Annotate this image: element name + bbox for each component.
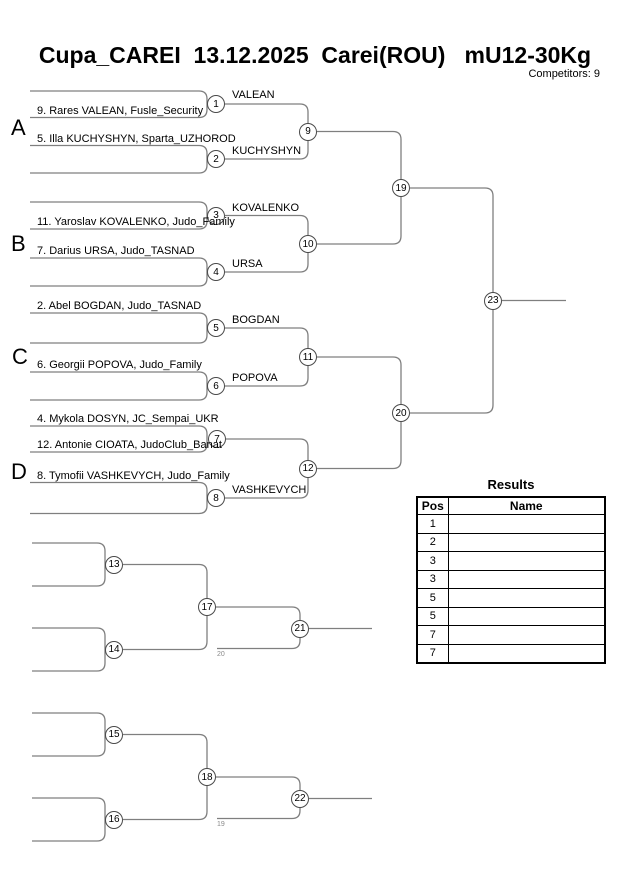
competitors-count: Competitors: 9 xyxy=(528,68,600,80)
match-circle-14: 14 xyxy=(105,640,123,659)
results-row: 7 xyxy=(416,643,606,664)
competitor-entry: 8. Tymofii VASHKEVYCH, Judo_Family xyxy=(37,469,230,482)
page-title: Cupa_CAREI 13.12.2025 Carei(ROU) mU12-30… xyxy=(38,42,592,68)
competitor-entry: 2. Abel BOGDAN, Judo_TASNAD xyxy=(37,300,202,312)
pos-cell: 5 xyxy=(416,606,449,626)
match-circle-2: 2 xyxy=(207,150,225,168)
match-circle-21: 21 xyxy=(291,619,309,638)
match-circle-13: 13 xyxy=(105,555,123,574)
results-row: 1 xyxy=(416,514,606,534)
match-circle-17: 17 xyxy=(198,598,216,616)
pos-cell: 2 xyxy=(416,532,449,552)
advancer-label: KUCHYSHYN xyxy=(232,145,302,157)
name-cell xyxy=(447,606,606,626)
pos-cell: 5 xyxy=(416,588,449,608)
competitor-entry: 5. Illa KUCHYSHYN, Sparta_UZHOROD xyxy=(37,132,236,145)
group-label-a: A xyxy=(11,115,26,140)
competitor-entry: 12. Antonie CIOATA, JudoClub_Banat xyxy=(37,439,222,451)
advancer-label: VASHKEVYCH xyxy=(232,484,307,496)
results-row: 3 xyxy=(416,551,606,571)
match-circle-19: 19 xyxy=(392,179,410,197)
competitor-entry: 9. Rares VALEAN, Fusle_Security xyxy=(37,104,204,117)
results-title: Results xyxy=(487,477,535,492)
group-label-d: D xyxy=(11,459,27,484)
match-circle-7: 7 xyxy=(208,430,226,448)
match-circle-23: 23 xyxy=(484,291,502,310)
advancer-label: BOGDAN xyxy=(232,314,280,326)
pos-cell: 7 xyxy=(416,625,449,645)
results-row: 7 xyxy=(416,625,606,645)
competitor-entry: 6. Georgii POPOVA, Judo_Family xyxy=(37,359,202,371)
results-row: 2 xyxy=(416,532,606,552)
match-circle-22: 22 xyxy=(291,789,309,808)
name-cell xyxy=(447,569,606,589)
results-row: 5 xyxy=(416,588,606,608)
results-row: 5 xyxy=(416,606,606,626)
match-circle-15: 15 xyxy=(105,725,123,744)
match-circle-5: 5 xyxy=(207,319,225,337)
results-row: 3 xyxy=(416,569,606,589)
advancer-label: URSA xyxy=(232,258,263,270)
name-cell xyxy=(447,551,606,571)
competitor-entry: 4. Mykola DOSYN, JC_Sempai_UKR xyxy=(37,413,219,425)
name-cell xyxy=(447,514,606,534)
name-cell xyxy=(447,588,606,608)
name-cell xyxy=(447,643,606,664)
match-circle-10: 10 xyxy=(299,235,317,253)
group-label-b: B xyxy=(11,231,26,256)
match-circle-6: 6 xyxy=(207,377,225,395)
results-col-pos: Pos xyxy=(416,496,449,515)
match-circle-20: 20 xyxy=(392,404,410,422)
pos-cell: 7 xyxy=(416,643,449,664)
pos-cell: 3 xyxy=(416,569,449,589)
name-cell xyxy=(447,532,606,552)
match-circle-3: 3 xyxy=(207,206,225,225)
pos-cell: 1 xyxy=(416,514,449,534)
match-circle-11: 11 xyxy=(299,348,317,366)
competitor-entry: 11. Yaroslav KOVALENKO, Judo_Family xyxy=(37,216,235,228)
match-circle-1: 1 xyxy=(207,95,225,113)
match-circle-9: 9 xyxy=(299,122,317,141)
advancer-label: KOVALENKO xyxy=(232,201,300,214)
match-circle-16: 16 xyxy=(105,810,123,829)
repechage-feeder-label: 20 xyxy=(217,651,225,658)
results-col-name: Name xyxy=(447,496,606,515)
match-circle-18: 18 xyxy=(198,768,216,786)
results-table: Pos Name 1 2 3 3 5 xyxy=(416,496,606,664)
repechage-feeder-label: 19 xyxy=(217,821,225,828)
advancer-label: POPOVA xyxy=(232,372,278,384)
group-label-c: C xyxy=(12,344,28,369)
match-circle-4: 4 xyxy=(207,263,225,281)
pos-cell: 3 xyxy=(416,551,449,571)
name-cell xyxy=(447,625,606,645)
match-circle-12: 12 xyxy=(299,459,317,478)
advancer-label: VALEAN xyxy=(232,89,275,101)
competitor-entry: 7. Darius URSA, Judo_TASNAD xyxy=(37,245,195,257)
match-circle-8: 8 xyxy=(207,489,225,507)
